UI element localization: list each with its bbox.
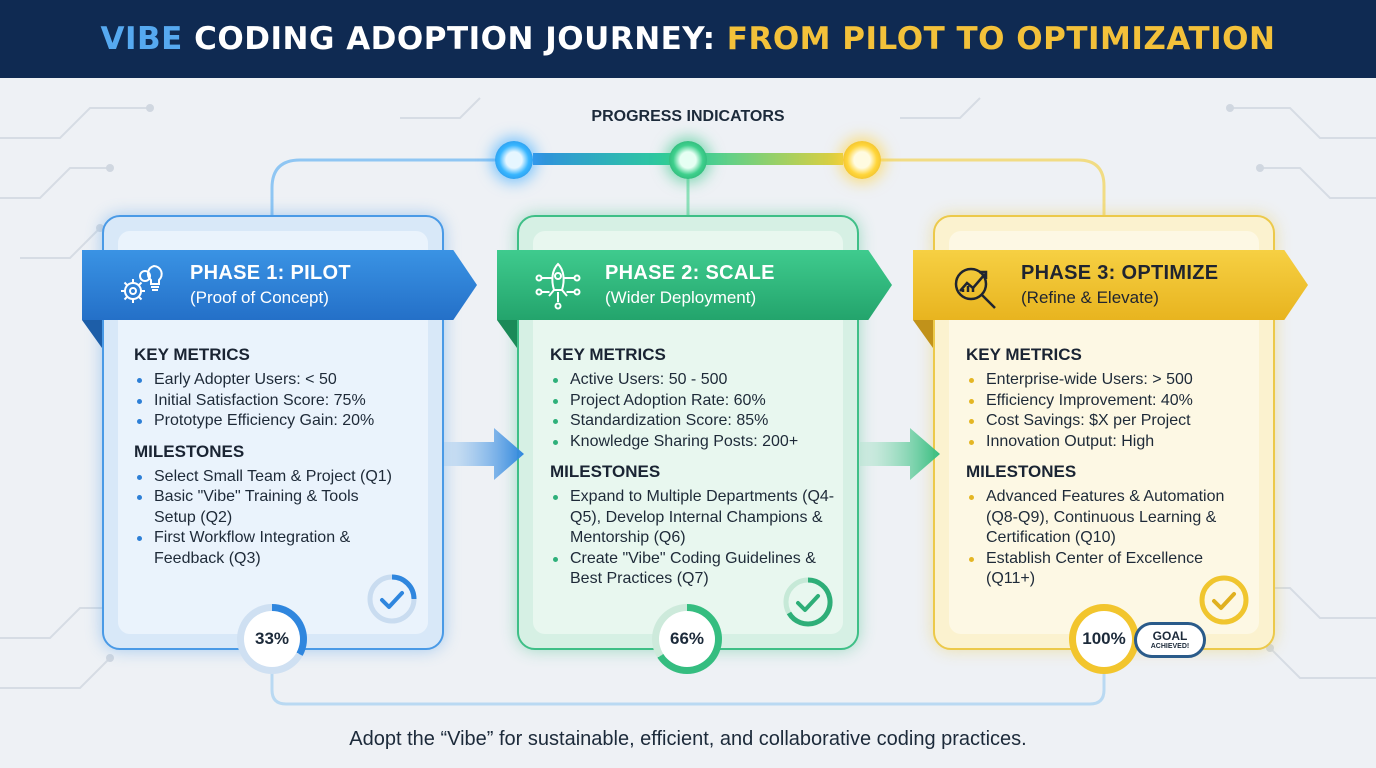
metrics-list: Enterprise-wide Users: > 500 Efficiency … (966, 370, 1286, 452)
metrics-list: Active Users: 50 - 500 Project Adoption … (550, 370, 870, 452)
metrics-list: Early Adopter Users: < 50 Initial Satisf… (134, 370, 454, 432)
gears-lightbulb-icon (121, 264, 163, 303)
footer-tagline: Adopt the “Vibe” for sustainable, effici… (349, 728, 1027, 750)
phase-1-title: PHASE 1: PILOT (190, 262, 351, 284)
phase-2-title: PHASE 2: SCALE (605, 262, 775, 284)
phase-2-banner: PHASE 2: SCALE (Wider Deployment) (497, 250, 892, 320)
list-item: Enterprise-wide Users: > 500 (966, 370, 1286, 391)
list-item: Select Small Team & Project (Q1) (134, 467, 404, 488)
checkmark-icon (783, 577, 833, 627)
title-part-highlight: FROM PILOT TO OPTIMIZATION (726, 21, 1276, 57)
list-item: Initial Satisfaction Score: 75% (134, 391, 454, 412)
list-item: Active Users: 50 - 500 (550, 370, 870, 391)
goal-badge-line1: GOAL (1152, 628, 1188, 643)
phase-3-banner: PHASE 3: OPTIMIZE (Refine & Elevate) (913, 250, 1308, 320)
phase-2-subtitle: (Wider Deployment) (605, 288, 757, 307)
milestones-heading: MILESTONES (966, 462, 1077, 481)
progress-dot-phase-1 (495, 141, 533, 179)
phase-1-banner: PHASE 1: PILOT (Proof of Concept) (82, 250, 477, 320)
list-item: Prototype Efficiency Gain: 20% (134, 411, 454, 432)
magnifier-growth-icon (954, 267, 996, 309)
checkmark-icon (367, 574, 417, 624)
list-item: Basic "Vibe" Training & Tools Setup (Q2) (134, 487, 404, 528)
title-bar: VIBE CODING ADOPTION JOURNEY: FROM PILOT… (0, 0, 1376, 78)
phase-3-title: PHASE 3: OPTIMIZE (1021, 262, 1219, 284)
phase-2-progress-value: 66% (669, 629, 705, 648)
list-item: Project Adoption Rate: 60% (550, 391, 870, 412)
phase-1-subtitle: (Proof of Concept) (190, 288, 329, 307)
phase-1-progress-ring: 33% (237, 604, 307, 674)
list-item: Efficiency Improvement: 40% (966, 391, 1286, 412)
rocket-network-icon (535, 262, 581, 310)
phase-3-content: KEY METRICS Enterprise-wide Users: > 500… (966, 345, 1286, 590)
list-item: Innovation Output: High (966, 432, 1286, 453)
key-metrics-heading: KEY METRICS (550, 345, 666, 364)
arrow-right-icon (860, 428, 940, 480)
title-part-main: CODING ADOPTION JOURNEY: (194, 21, 716, 57)
list-item: Create "Vibe" Coding Guidelines & Best P… (550, 549, 850, 590)
goal-badge-line2: ACHIEVED! (1150, 642, 1190, 650)
phase-2-content: KEY METRICS Active Users: 50 - 500 Proje… (550, 345, 870, 590)
list-item: Expand to Multiple Departments (Q4-Q5), … (550, 487, 850, 549)
list-item: Standardization Score: 85% (550, 411, 870, 432)
title-part-vibe: VIBE (100, 21, 183, 57)
key-metrics-heading: KEY METRICS (966, 345, 1082, 364)
list-item: First Workflow Integration & Feedback (Q… (134, 528, 404, 569)
list-item: Early Adopter Users: < 50 (134, 370, 454, 391)
phase-3-progress-value: 100% (1082, 629, 1126, 648)
phase-1-content: KEY METRICS Early Adopter Users: < 50 In… (134, 345, 454, 569)
list-item: Establish Center of Excellence (Q11+) (966, 549, 1251, 590)
milestones-heading: MILESTONES (134, 441, 245, 461)
arrow-right-icon (444, 428, 524, 480)
milestones-list: Advanced Features & Automation (Q8-Q9), … (966, 487, 1251, 590)
checkmark-icon (1199, 575, 1249, 625)
progress-indicators-label: PROGRESS INDICATORS (591, 108, 785, 125)
milestones-list: Expand to Multiple Departments (Q4-Q5), … (550, 487, 850, 590)
list-item: Advanced Features & Automation (Q8-Q9), … (966, 487, 1251, 549)
list-item: Knowledge Sharing Posts: 200+ (550, 432, 870, 453)
key-metrics-heading: KEY METRICS (134, 345, 250, 364)
phase-1-progress-value: 33% (254, 629, 290, 648)
progress-dot-phase-3 (843, 141, 881, 179)
phase-2-progress-ring: 66% (652, 604, 722, 674)
milestones-heading: MILESTONES (550, 462, 661, 481)
goal-achieved-badge: GOAL ACHIEVED! (1134, 622, 1206, 658)
progress-dot-phase-2 (669, 141, 707, 179)
list-item: Cost Savings: $X per Project (966, 411, 1286, 432)
phase-3-subtitle: (Refine & Elevate) (1021, 288, 1159, 307)
milestones-list: Select Small Team & Project (Q1) Basic "… (134, 467, 404, 570)
phase-3-progress-ring: 100% (1069, 604, 1139, 674)
